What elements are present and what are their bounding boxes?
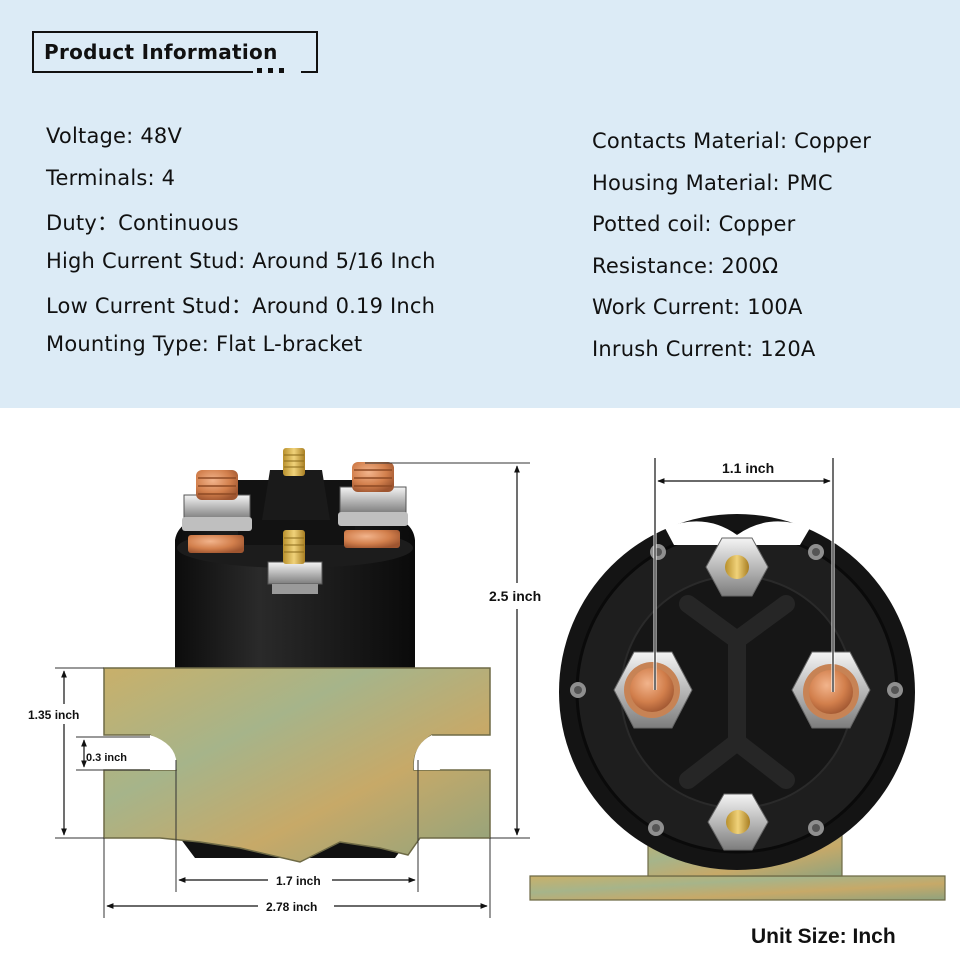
- spec-potted-coil: Potted coil: Copper: [592, 212, 796, 237]
- dim-label-slot-spacing: 1.7 inch: [276, 874, 321, 888]
- top-small-stud: [283, 448, 305, 476]
- title-dots-decoration: [253, 66, 301, 74]
- top-view-main-stud-left: [613, 651, 693, 729]
- spec-low-current-stud: Low Current Stud：Around 0.19 Inch: [46, 294, 436, 319]
- spec-work-current: Work Current: 100A: [592, 295, 803, 320]
- spec-mounting-type: Mounting Type: Flat L-bracket: [46, 331, 363, 356]
- spec-resistance: Resistance: 200Ω: [592, 253, 779, 278]
- right-main-stud: [338, 462, 408, 548]
- dim-label-stud-spacing: 1.1 inch: [722, 460, 774, 476]
- spec-voltage: Voltage: 48V: [46, 124, 183, 148]
- spec-terminals: Terminals: 4: [46, 165, 176, 190]
- unit-size-note: Unit Size: Inch: [751, 925, 896, 948]
- spec-high-current-stud: High Current Stud: Around 5/16 Inch: [46, 248, 436, 273]
- spec-list-left: Voltage: 48V Terminals: 4 Duty：Continuou…: [46, 124, 436, 374]
- product-info-panel: Product Information Voltage: 48V Termina…: [0, 0, 960, 408]
- spec-inrush-current: Inrush Current: 120A: [592, 336, 816, 361]
- spec-list-right: Contacts Material: Copper Housing Materi…: [592, 129, 871, 379]
- front-small-stud: [267, 530, 323, 594]
- spec-duty: Duty：Continuous: [46, 211, 239, 236]
- dim-label-total-height: 2.5 inch: [489, 588, 541, 604]
- top-view-main-stud-right: [791, 651, 871, 729]
- top-view-small-stud-top: [705, 537, 769, 597]
- top-view-dimensions: [653, 458, 835, 692]
- top-view-small-stud-bottom: [707, 793, 769, 851]
- spec-contacts-material: Contacts Material: Copper: [592, 129, 872, 153]
- spec-housing-material: Housing Material: PMC: [592, 170, 833, 195]
- dim-label-bracket-height: 1.35 inch: [28, 708, 79, 722]
- dim-label-slot-width: 0.3 inch: [86, 752, 127, 764]
- top-view-solenoid: [529, 514, 946, 901]
- dim-label-bracket-width: 2.78 inch: [266, 900, 317, 914]
- left-main-stud: [182, 470, 252, 553]
- page-title: Product Information: [44, 40, 278, 64]
- dimension-drawing: 2.5 inch 1.35 inch 0.3 inch 1.7 inch 2.7…: [22, 448, 946, 918]
- title-box: Product Information: [32, 31, 318, 74]
- side-view-solenoid: [103, 448, 491, 863]
